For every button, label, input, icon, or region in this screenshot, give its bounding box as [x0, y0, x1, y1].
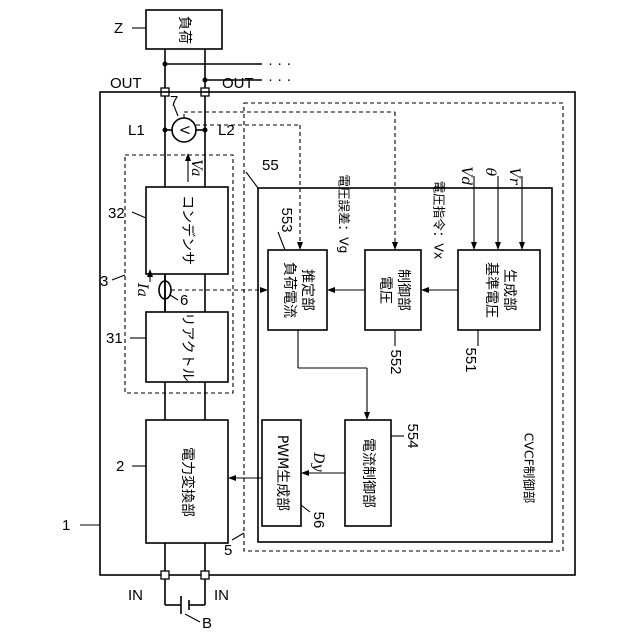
signal-dy: Dy [310, 451, 326, 472]
load-est-line2: 推定部 [299, 269, 315, 311]
parallel-dots-2: · · · [268, 71, 291, 88]
filter-ref: 3 [100, 273, 108, 290]
reactor-label: リアクトル [179, 312, 195, 381]
load-est-ref: 553 [278, 207, 295, 232]
voltmeter-ref: 7 [170, 93, 178, 110]
load-label: 負荷 [176, 16, 192, 44]
pwm-label: PWM生成部 [274, 435, 290, 511]
power-converter-label: 電力変換部 [179, 447, 196, 517]
parallel-dots-1: · · · [268, 55, 291, 72]
voltmeter-symbol: V [178, 126, 193, 135]
volt-ctrl-line1: 電圧 [377, 276, 393, 304]
ref-gen-line1: 基準電圧 [483, 262, 500, 318]
signal-vg: 電圧誤差：Vg [337, 175, 352, 254]
pwm-ref: 56 [310, 512, 327, 529]
in-terminal-1 [161, 571, 169, 579]
current-control-label: 電流制御部 [360, 438, 376, 508]
in-label-1: IN [128, 587, 143, 604]
capacitor-label: コンデンサ [179, 195, 196, 265]
out-label-1: OUT [110, 75, 142, 92]
va-label: Va [188, 159, 204, 176]
volt-ctrl-line2: 制御部 [395, 269, 411, 311]
line-l1-label: L1 [128, 122, 145, 139]
capacitor-ref: 32 [108, 205, 125, 222]
ref-gen-line2: 生成部 [501, 269, 517, 311]
device-ref: 1 [62, 517, 70, 534]
current-sensor-ref: 6 [180, 292, 188, 309]
load-ref: Z [114, 20, 123, 37]
volt-ctrl-ref: 552 [387, 349, 404, 374]
inner-control-ref: 55 [262, 157, 279, 174]
ia-label: Ia [134, 282, 150, 297]
current-control-ref: 554 [404, 423, 421, 448]
ref-gen-ref: 551 [462, 347, 479, 372]
signal-vx: 電圧指令：Vx [432, 181, 447, 259]
cvcf-control-ref: 5 [224, 542, 232, 559]
reactor-ref: 31 [106, 330, 123, 347]
signal-vr: Vr [506, 168, 522, 186]
signal-theta: θ [482, 168, 498, 177]
in-label-2: IN [214, 587, 229, 604]
in-terminal-2 [201, 571, 209, 579]
battery-ref: B [202, 615, 212, 632]
power-converter-ref: 2 [116, 458, 124, 475]
out-label-2: OUT [222, 75, 254, 92]
load-est-line1: 負荷電流 [281, 262, 297, 318]
cvcf-control-label: CVCF制御部 [522, 433, 537, 504]
signal-vd: Vd [458, 166, 474, 185]
